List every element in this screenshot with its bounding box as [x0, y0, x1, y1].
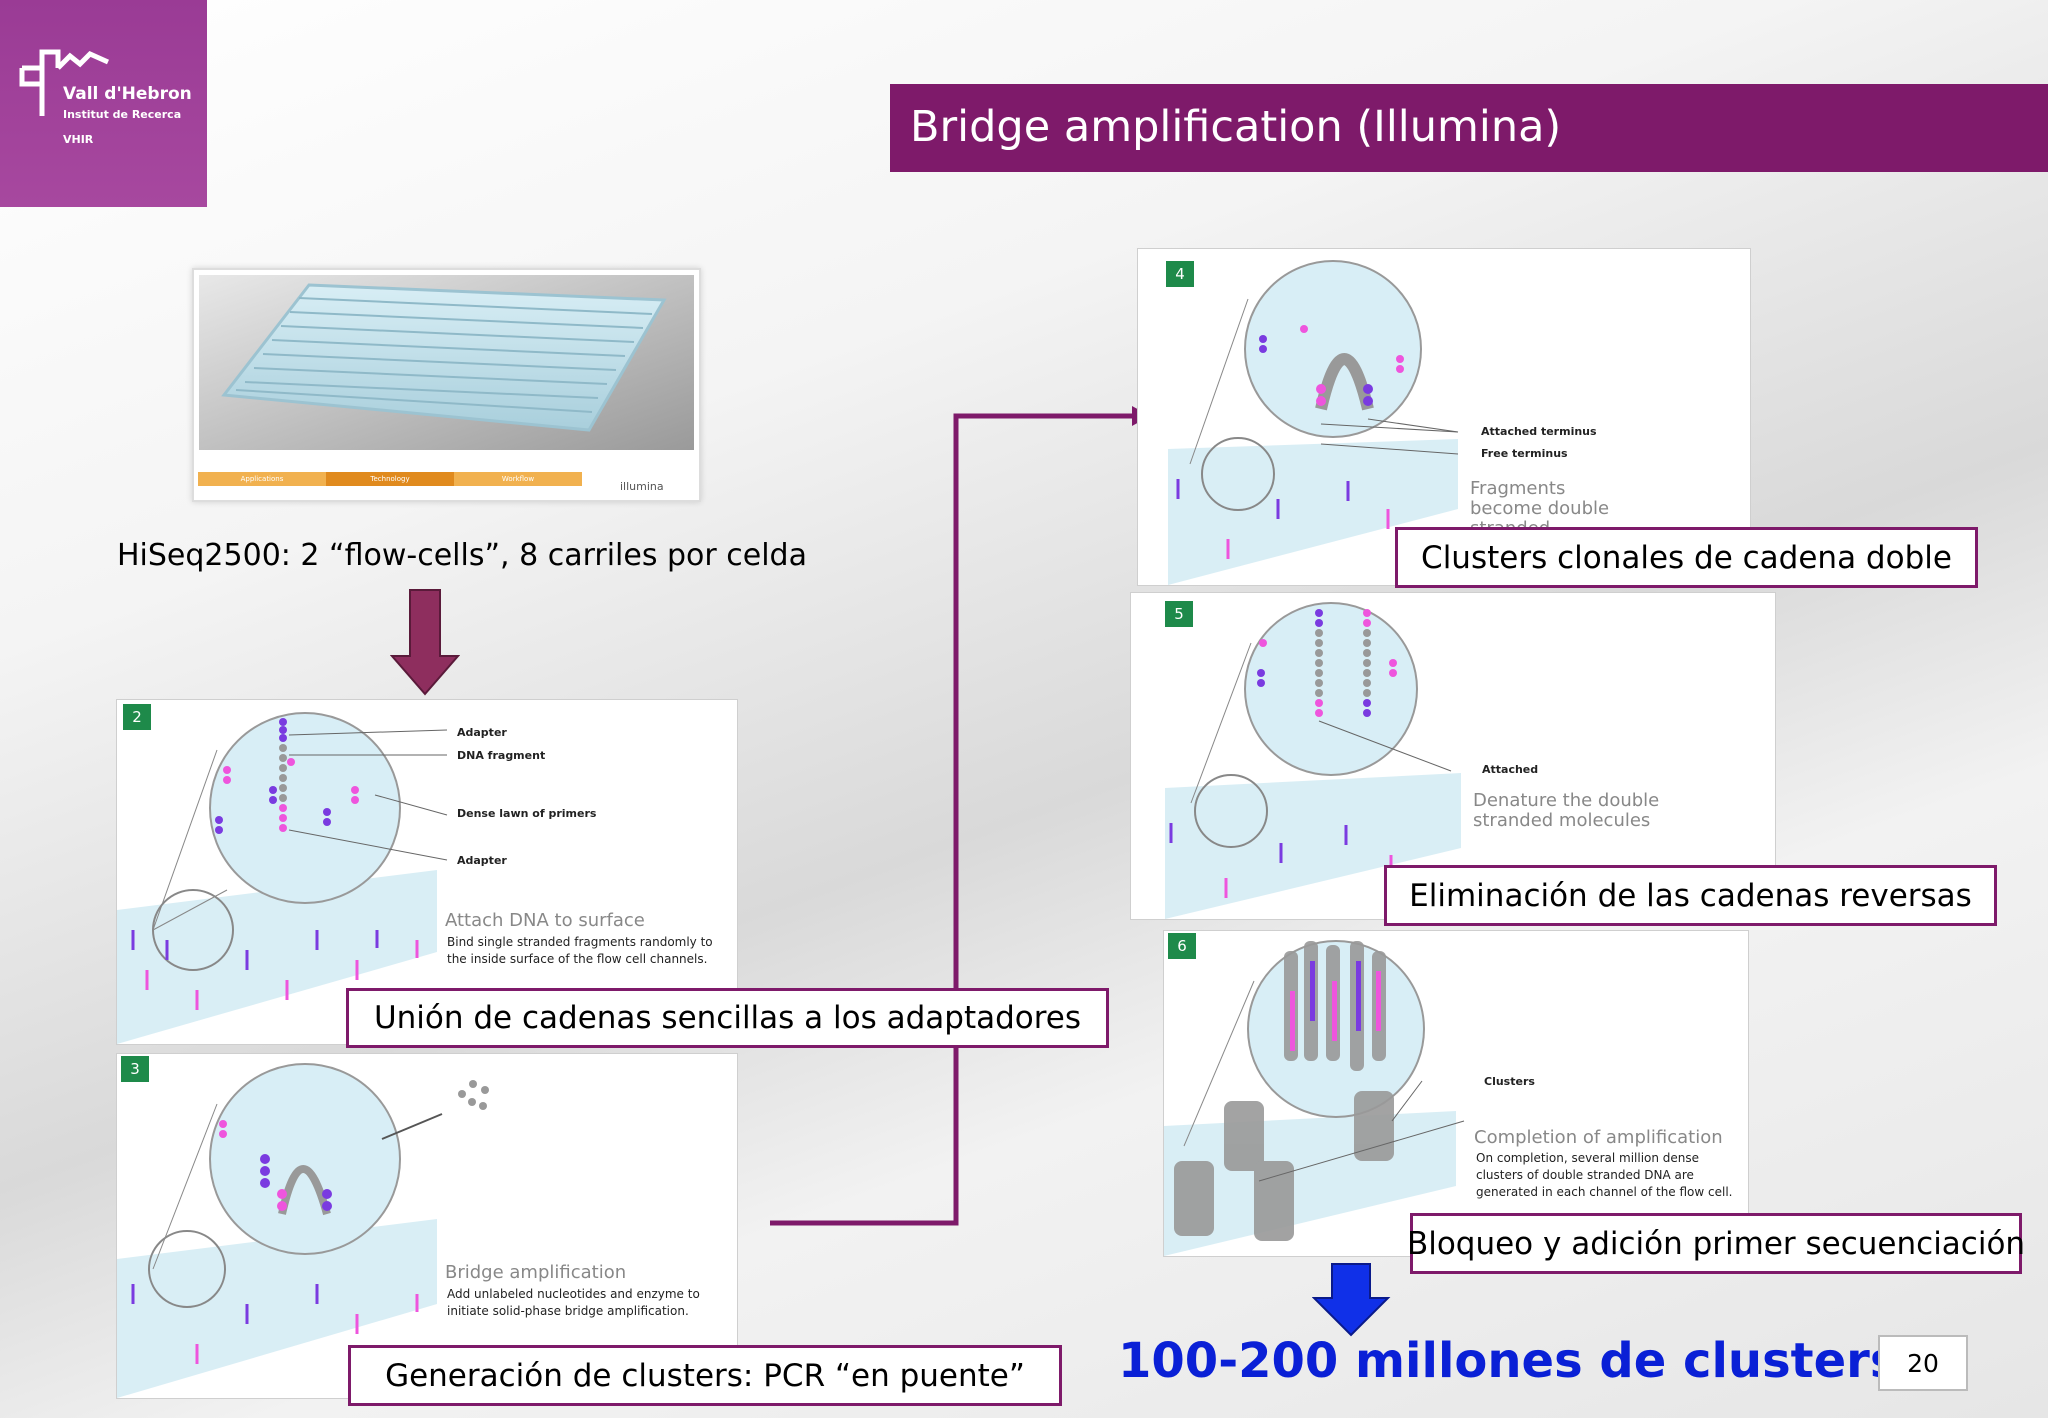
down-arrow-icon — [390, 589, 460, 696]
callout-step-5: Eliminación de las cadenas reversas — [1384, 865, 1997, 926]
flowcell-zoom-illustration — [117, 1063, 489, 1398]
flowcell-zoom-illustration — [117, 712, 448, 1044]
callout-step-4: Clusters clonales de cadena doble — [1395, 527, 1978, 588]
step-2-title: Attach DNA to surface — [445, 910, 645, 931]
illumina-brand: illumina — [620, 480, 664, 493]
label-attached: Attached — [1482, 763, 1539, 776]
step-6-body: On completion, several million dense clu… — [1476, 1151, 1733, 1199]
label-adapter-bottom: Adapter — [457, 854, 507, 867]
label-primer-lawn: Dense lawn of primers — [457, 807, 597, 820]
label-free-terminus: Free terminus — [1481, 447, 1568, 460]
flowcell-image: Applications Technology Workflow illumin… — [192, 268, 701, 502]
label-dna-fragment: DNA fragment — [457, 749, 546, 762]
step-number: 3 — [121, 1056, 149, 1082]
label-adapter-top: Adapter — [457, 726, 507, 739]
step-number: 4 — [1166, 261, 1194, 287]
callout-step-6: Bloqueo y adición primer secuenciación — [1407, 1213, 2025, 1274]
logo-name: Vall d'Hebron — [63, 84, 192, 104]
page-number: 20 — [1878, 1335, 1968, 1391]
flowcell-zoom-illustration — [1164, 940, 1465, 1256]
tab-applications: Applications — [198, 472, 326, 486]
label-clusters: Clusters — [1484, 1075, 1535, 1088]
logo-abbr: VHIR — [63, 133, 94, 146]
step-3-body: Add unlabeled nucleotides and enzyme to … — [447, 1287, 700, 1318]
flowcell-zoom-illustration — [1165, 602, 1461, 919]
slide-title: Bridge amplification (Illumina) — [910, 102, 1562, 152]
step-number: 2 — [123, 704, 151, 730]
vhir-logo: Vall d'Hebron Institut de Recerca VHIR — [0, 0, 207, 207]
logo-institute: Institut de Recerca — [63, 108, 182, 121]
connector-arrow — [770, 406, 1150, 1226]
blue-down-arrow-icon — [1312, 1263, 1391, 1337]
panel-step-2: 2 Adapter DNA fragment Dense lawn of pri… — [116, 699, 738, 1045]
callout-step-2: Unión de cadenas sencillas a los adaptad… — [346, 988, 1109, 1048]
step-number: 6 — [1168, 933, 1196, 959]
tab-workflow: Workflow — [454, 472, 582, 486]
panel-step-6: 6 Clusters Completion of amplification O… — [1163, 930, 1749, 1257]
panel-step-3: 3 Bridge amplification Add unlabeled nuc… — [116, 1053, 738, 1399]
step-6-title: Completion of amplification — [1474, 1127, 1723, 1148]
tab-technology: Technology — [326, 472, 454, 486]
hiseq-caption: HiSeq2500: 2 “flow-cells”, 8 carriles po… — [117, 538, 807, 573]
flowcell-zoom-illustration — [1168, 260, 1459, 585]
step-2-body: Bind single stranded fragments randomly … — [447, 935, 713, 966]
callout-step-3: Generación de clusters: PCR “en puente” — [348, 1345, 1062, 1406]
step-3-title: Bridge amplification — [445, 1262, 627, 1283]
title-bar: Bridge amplification (Illumina) — [890, 84, 2048, 172]
cluster-count-result: 100-200 millones de clusters — [1118, 1333, 1899, 1389]
label-attached-terminus: Attached terminus — [1481, 425, 1597, 438]
step-5-title: Denature the double stranded molecules — [1473, 790, 1660, 831]
vall-hebron-cross-icon — [19, 49, 110, 116]
flowcell-illustration — [199, 275, 694, 450]
step-number: 5 — [1165, 601, 1193, 627]
